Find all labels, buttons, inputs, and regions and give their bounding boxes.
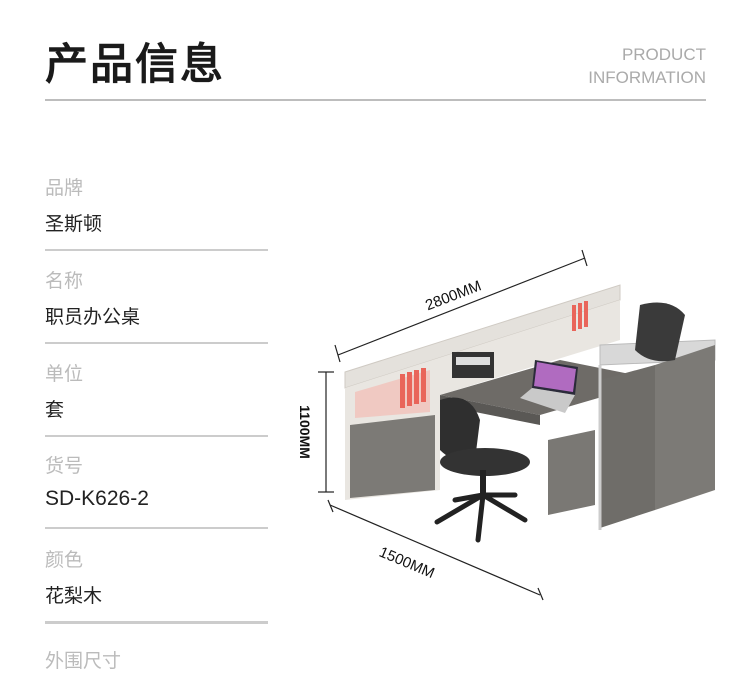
spec-value: 花梨木: [45, 585, 103, 607]
spec-color: 颜色 花梨木: [45, 545, 268, 624]
spec-label: 外围尺寸: [45, 650, 122, 672]
spec-divider: [45, 249, 268, 251]
spec-divider: [45, 435, 268, 437]
spec-value: 职员办公桌: [45, 306, 141, 328]
header-divider: [45, 99, 706, 101]
subtitle-line-1: PRODUCT: [621, 45, 706, 64]
spec-value: 圣斯顿: [45, 213, 103, 235]
spec-value: SD-K626-2: [45, 487, 149, 510]
spec-unit: 单位 套: [45, 359, 268, 437]
spec-brand: 品牌 圣斯顿: [45, 173, 268, 251]
spec-divider: [45, 621, 268, 624]
drawer-pedestal: [548, 430, 595, 515]
spec-value: 套: [45, 399, 65, 421]
workstation-illustration: 2800MM 1100MM 1500MM: [297, 249, 716, 601]
subtitle-line-2: INFORMATION: [588, 68, 706, 87]
width-dimension: 2800MM: [423, 277, 484, 314]
spec-label: 单位: [45, 363, 84, 385]
cabinet-door: [350, 415, 435, 498]
spec-divider: [45, 342, 268, 344]
page-title: 产品信息: [45, 40, 225, 90]
office-chair-back: [635, 302, 685, 362]
spec-divider: [45, 527, 268, 529]
spec-label: 颜色: [45, 549, 84, 571]
dimension-lines: [318, 249, 588, 601]
side-panel: [655, 345, 715, 510]
office-chair: [440, 397, 480, 462]
spec-label: 货号: [45, 455, 84, 477]
spec-label: 品牌: [45, 177, 84, 199]
spec-name: 名称 职员办公桌: [45, 266, 268, 344]
spec-item-number: 货号 SD-K626-2: [45, 451, 268, 529]
height-dimension: 1100MM: [297, 405, 313, 459]
spec-dimensions: 外围尺寸: [45, 646, 268, 674]
depth-dimension: 1500MM: [377, 544, 437, 582]
spec-label: 名称: [45, 270, 84, 292]
section-subtitle-en: PRODUCT INFORMATION: [588, 43, 706, 89]
